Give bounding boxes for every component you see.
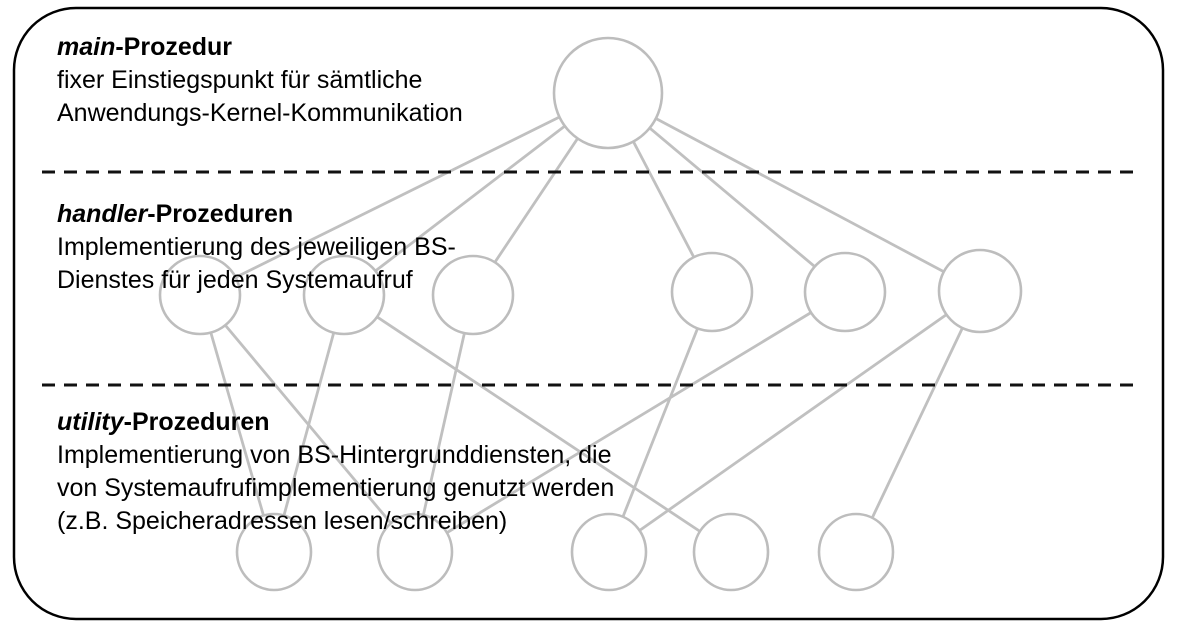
section-main-line2: Anwendungs-Kernel-Kommunikation xyxy=(57,99,463,127)
edge-h4-u3 xyxy=(607,291,714,553)
edge-h1-u1 xyxy=(198,294,276,553)
edge-h2-u1 xyxy=(272,294,346,553)
section-title-handler-italic: handler xyxy=(57,200,148,228)
section-handler-line1: Implementierung des jeweiligen BS- xyxy=(57,233,456,261)
edge-h2-u4 xyxy=(343,293,732,554)
section-title-utility: utility-Prozeduren xyxy=(57,406,614,439)
section-title-handler: handler-Prozeduren xyxy=(57,198,456,231)
handler-procedure-node-h3 xyxy=(431,254,515,336)
utility-procedure-node-u2 xyxy=(376,512,454,592)
figure-border xyxy=(12,6,1165,621)
section-title-main-rest: -Prozedur xyxy=(115,33,233,61)
handler-procedure-node-h6 xyxy=(937,248,1023,334)
handler-procedure-node-h2 xyxy=(302,254,386,336)
handler-procedure-node-h1 xyxy=(158,254,242,336)
section-handler-line2: Dienstes für jeden Systemaufruf xyxy=(57,266,413,294)
edge-main-h6 xyxy=(607,91,981,293)
edge-h6-u3 xyxy=(608,289,981,554)
section-title-utility-rest: -Prozeduren xyxy=(123,408,270,436)
handler-procedure-node-h4 xyxy=(670,251,754,333)
edge-h3-u2 xyxy=(413,294,475,553)
section-label-main: main-Prozedur fixer Einstiegspunkt für s… xyxy=(57,31,463,130)
section-utility-line2: von Systemaufrufimplementierung genutzt … xyxy=(57,474,615,502)
handler-procedure-node-h5 xyxy=(803,251,887,333)
section-title-main-italic: main xyxy=(57,33,116,61)
edge-h5-u2 xyxy=(414,290,846,554)
section-main-line1: fixer Einstiegspunkt für sämtliche xyxy=(57,66,423,94)
utility-procedure-node-u5 xyxy=(817,512,895,592)
utility-procedure-node-u1 xyxy=(235,512,313,592)
section-utility-line1: Implementierung von BS-Hintergrunddienst… xyxy=(57,441,612,469)
section-title-main: main-Prozedur xyxy=(57,31,463,64)
section-utility-line3: (z.B. Speicheradressen lesen/schreiben) xyxy=(57,507,508,535)
utility-procedure-node-u4 xyxy=(692,512,770,592)
section-title-utility-italic: utility xyxy=(57,408,124,436)
utility-procedure-node-u3 xyxy=(570,512,648,592)
section-label-handler: handler-Prozeduren Implementierung des j… xyxy=(57,198,456,297)
main-procedure-node-main xyxy=(552,36,664,150)
edge-main-h1 xyxy=(199,91,609,297)
section-label-utility: utility-Prozeduren Implementierung von B… xyxy=(57,406,614,538)
edge-h6-u5 xyxy=(854,290,982,553)
edge-h1-u2 xyxy=(198,294,417,553)
section-title-handler-rest: -Prozeduren xyxy=(147,200,294,228)
